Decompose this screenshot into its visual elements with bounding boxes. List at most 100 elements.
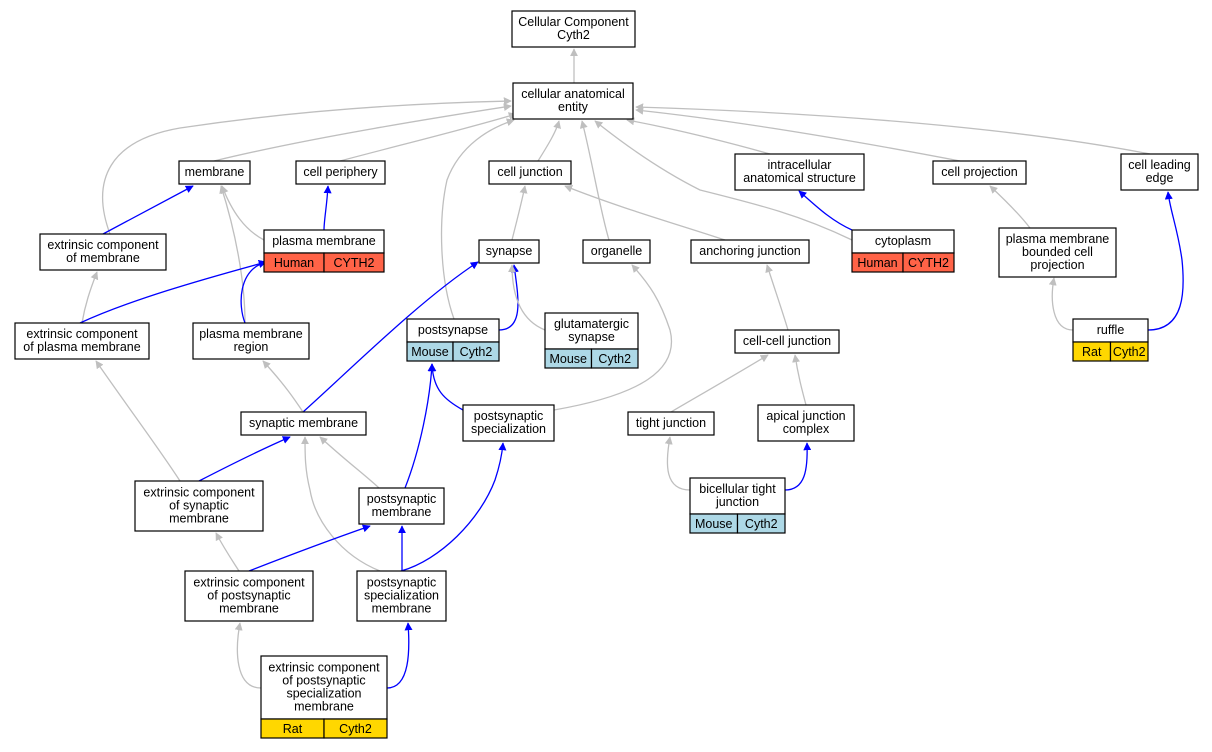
edge-cellcell-to-anchoring xyxy=(765,264,789,331)
node-label: specialization xyxy=(364,589,439,603)
node-box xyxy=(511,10,636,48)
edge-leadingedge-to-cae xyxy=(635,103,1151,155)
edge-cytoplasm-to-cae xyxy=(594,120,853,241)
edge-pmregion-to-plasmamembrane xyxy=(240,260,267,324)
node-label: membrane xyxy=(372,602,432,616)
node-label: cell-cell junction xyxy=(743,334,831,348)
edge-anchoring-to-celljunction xyxy=(564,184,726,241)
edge-cellperiphery-to-cae xyxy=(339,112,517,162)
edge-postsynapse-to-synapse xyxy=(498,264,519,331)
node-box xyxy=(240,411,367,436)
edge-membrane-to-cae xyxy=(213,103,512,162)
node-label: extrinsic component xyxy=(268,661,380,675)
node-label: synapse xyxy=(486,244,533,258)
node-box xyxy=(462,404,555,442)
node-label: membrane xyxy=(219,602,279,616)
edge-synmem-to-pmregion xyxy=(262,360,304,413)
node-label: plasma membrane xyxy=(1006,232,1110,246)
node-box xyxy=(690,239,810,264)
node-box xyxy=(178,160,251,185)
node-label: postsynapse xyxy=(418,323,488,337)
node-label: anchoring junction xyxy=(699,244,801,258)
edge-extpm-to-plasmamembrane xyxy=(79,260,267,324)
node-label: tight junction xyxy=(636,416,706,430)
node-box xyxy=(734,329,840,354)
node-anchoring[interactable]: anchoring junction xyxy=(690,239,810,264)
node-label: intracellular xyxy=(768,158,832,172)
gene-cell xyxy=(902,252,955,273)
node-cellprojection[interactable]: cell projection xyxy=(932,160,1027,185)
gene-cell xyxy=(590,348,639,369)
gene-label: Cyth2 xyxy=(598,352,631,366)
node-box xyxy=(356,570,447,622)
edge-extpssmem-to-pssmem xyxy=(386,622,413,689)
node-label: cellular anatomical xyxy=(521,87,625,101)
node-label: postsynaptic xyxy=(367,492,436,506)
gene-label: Cyth2 xyxy=(460,345,493,359)
node-celljunction[interactable]: cell junction xyxy=(488,160,572,185)
node-label: edge xyxy=(1146,171,1174,185)
edge-pssmem-to-pss xyxy=(400,442,507,572)
gene-cell xyxy=(323,252,385,273)
edge-extpssmem-to-extpsmem xyxy=(234,622,262,689)
node-synmem[interactable]: synaptic membrane xyxy=(240,411,367,436)
node-label: specialization xyxy=(471,422,546,436)
edge-celljunction-to-cae xyxy=(537,120,561,162)
edge-postsynapse-to-cae xyxy=(440,118,515,320)
gene-label: CYTH2 xyxy=(334,256,375,270)
edge-plasmamembrane-to-cellperiphery xyxy=(323,185,332,231)
node-synapse[interactable]: synapse xyxy=(478,239,540,264)
node-label: projection xyxy=(1030,258,1084,272)
node-cellcell[interactable]: cell-cell junction xyxy=(734,329,840,354)
edge-extpm-to-extmem xyxy=(81,271,99,324)
node-label: of postsynaptic xyxy=(207,589,290,603)
node-box xyxy=(734,153,865,191)
node-label: synaptic membrane xyxy=(249,416,358,430)
node-organelle[interactable]: organelle xyxy=(582,239,651,264)
edge-organelle-to-cae xyxy=(579,120,610,241)
node-box xyxy=(582,239,651,264)
species-label: Human xyxy=(274,256,314,270)
node-label: of postsynaptic xyxy=(282,674,365,688)
edge-tightjunction-to-cellcell xyxy=(670,354,769,413)
node-membrane[interactable]: membrane xyxy=(178,160,251,185)
gene-cell xyxy=(1109,341,1149,362)
edge-extsynmem-to-extpm xyxy=(95,360,181,482)
node-label: membrane xyxy=(169,512,229,526)
node-label: extrinsic component xyxy=(193,576,305,590)
edge-glutamatergic-to-synapse xyxy=(508,264,546,331)
node-cellperiphery[interactable]: cell periphery xyxy=(295,160,386,185)
edge-psmem-to-synmem xyxy=(319,436,380,489)
edge-psmem-to-postsynapse xyxy=(404,363,436,489)
edge-cellprojection-to-cae xyxy=(635,106,961,162)
node-label: of membrane xyxy=(66,251,140,265)
node-box xyxy=(1120,153,1199,191)
node-tightjunction[interactable]: tight junction xyxy=(627,411,715,436)
node-label: ruffle xyxy=(1097,323,1125,337)
node-label: plasma membrane xyxy=(272,234,376,248)
node-box xyxy=(689,477,786,515)
node-label: Cyth2 xyxy=(557,28,590,42)
